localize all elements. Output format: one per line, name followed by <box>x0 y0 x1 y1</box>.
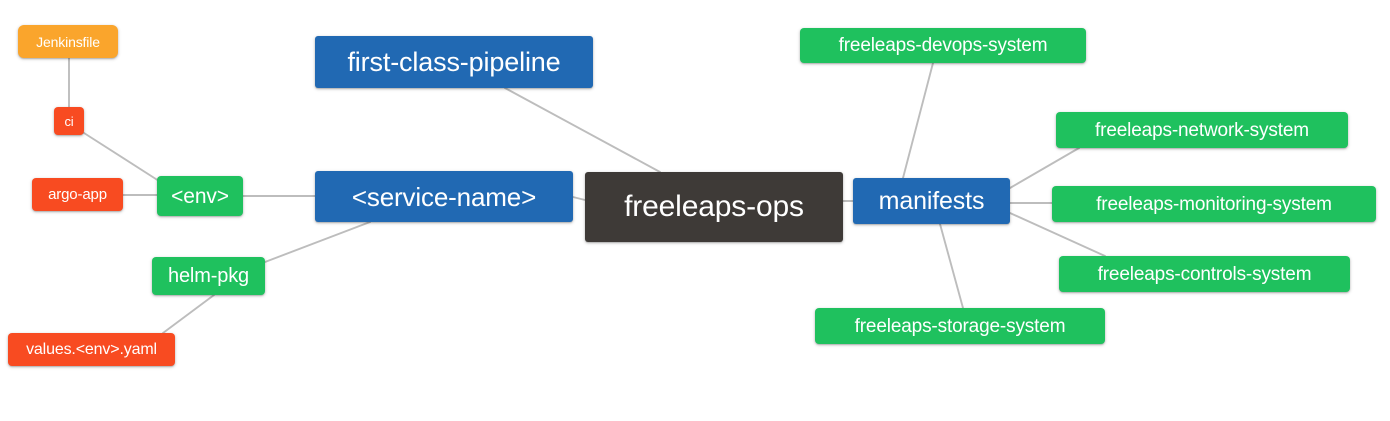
node-values-env-yaml[interactable]: values.<env>.yaml <box>8 333 175 366</box>
node-manifests[interactable]: manifests <box>853 178 1010 224</box>
node-label-argo-app: argo-app <box>48 186 107 203</box>
node-label-values-env-yaml: values.<env>.yaml <box>26 340 157 358</box>
edge-helmpkg-servicename <box>264 221 371 263</box>
node-label-ci: ci <box>64 113 74 129</box>
node-label-freeleaps-ops: freeleaps-ops <box>624 190 804 223</box>
edge-manifests-devops <box>902 62 934 179</box>
edge-manifests-network <box>1009 147 1080 189</box>
node-label-freeleaps-storage-system: freeleaps-storage-system <box>854 315 1066 337</box>
node-freeleaps-ops[interactable]: freeleaps-ops <box>585 172 843 242</box>
node-label-freeleaps-network-system: freeleaps-network-system <box>1095 119 1309 141</box>
node-first-class-pipeline[interactable]: first-class-pipeline <box>315 36 593 88</box>
edge-ci-env <box>83 132 160 182</box>
node-helm-pkg[interactable]: helm-pkg <box>152 257 265 295</box>
edge-pipeline-ops <box>504 87 661 173</box>
node-label-env: <env> <box>171 184 229 208</box>
node-label-manifests: manifests <box>878 186 985 215</box>
node-label-helm-pkg: helm-pkg <box>167 265 250 287</box>
node-freeleaps-monitoring-system[interactable]: freeleaps-monitoring-system <box>1052 186 1376 222</box>
node-label-freeleaps-monitoring-system: freeleaps-monitoring-system <box>1096 193 1332 215</box>
node-ci[interactable]: ci <box>54 107 84 135</box>
node-freeleaps-controls-system[interactable]: freeleaps-controls-system <box>1059 256 1350 292</box>
node-service-name[interactable]: <service-name> <box>315 171 573 222</box>
edge-values-helmpkg <box>162 294 215 334</box>
node-label-freeleaps-devops-system: freeleaps-devops-system <box>838 35 1048 56</box>
node-freeleaps-storage-system[interactable]: freeleaps-storage-system <box>815 308 1105 344</box>
node-freeleaps-devops-system[interactable]: freeleaps-devops-system <box>800 28 1086 63</box>
node-argo-app[interactable]: argo-app <box>32 178 123 211</box>
node-env[interactable]: <env> <box>157 176 243 216</box>
node-label-freeleaps-controls-system: freeleaps-controls-system <box>1097 263 1312 285</box>
node-label-jenkinsfile: Jenkinsfile <box>36 33 100 50</box>
node-label-first-class-pipeline: first-class-pipeline <box>347 46 561 77</box>
node-jenkinsfile[interactable]: Jenkinsfile <box>18 25 118 58</box>
edge-manifests-storage <box>939 223 964 309</box>
node-label-service-name: <service-name> <box>351 181 537 212</box>
node-freeleaps-network-system[interactable]: freeleaps-network-system <box>1056 112 1348 148</box>
edge-servicename-ops <box>572 196 586 201</box>
